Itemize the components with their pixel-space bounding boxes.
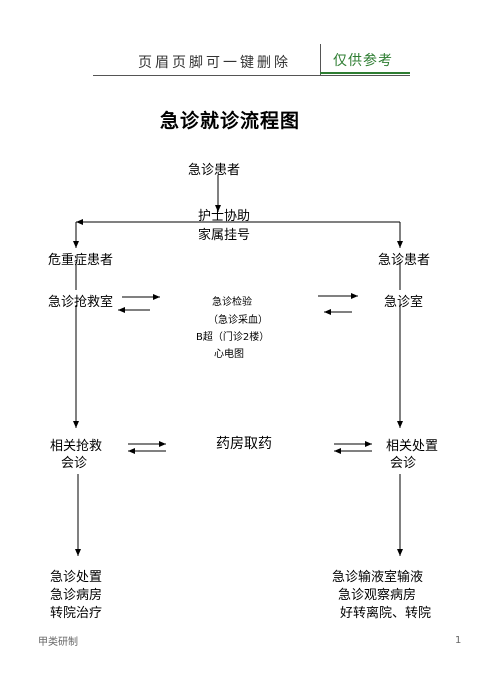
header-right-text: 仅供参考 xyxy=(333,53,393,69)
node-rescue-consult-line1: 相关抢救 xyxy=(50,439,103,454)
node-blood-draw: （急诊采血） xyxy=(208,315,268,326)
node-family-register: 家属挂号 xyxy=(198,228,251,243)
node-rescue-consult-line2: 会诊 xyxy=(61,456,88,471)
footer-page-number: 1 xyxy=(455,635,462,646)
node-treat-consult-line1: 相关处置 xyxy=(386,439,439,454)
node-critical-patient: 危重症患者 xyxy=(48,253,114,268)
node-nurse-help: 护士协助 xyxy=(198,209,251,224)
footer-left-text: 甲类研制 xyxy=(38,637,78,648)
node-emergency-room: 急诊室 xyxy=(384,295,424,310)
header-accent-rule xyxy=(320,72,410,74)
node-emergency-patient: 急诊患者 xyxy=(188,163,241,178)
node-left-outcome-1: 急诊处置 xyxy=(50,570,103,585)
node-rescue-room: 急诊抢救室 xyxy=(48,295,114,310)
node-ultrasound: B超（门诊2楼） xyxy=(196,332,270,343)
header-divider xyxy=(320,44,321,75)
node-treat-consult-line2: 会诊 xyxy=(390,456,417,471)
node-right-outcome-2: 急诊观察病房 xyxy=(338,588,417,603)
page-title: 急诊就诊流程图 xyxy=(160,110,301,132)
node-right-outcome-3: 好转离院、转院 xyxy=(340,606,432,621)
header-rule xyxy=(93,75,410,76)
node-lab-test: 急诊检验 xyxy=(212,297,252,308)
node-emergency-patient-right: 急诊患者 xyxy=(378,253,431,268)
header-left-text: 页眉页脚可一键删除 xyxy=(138,55,291,71)
node-right-outcome-1: 急诊输液室输液 xyxy=(332,570,424,585)
node-ecg: 心电图 xyxy=(214,349,244,360)
node-left-outcome-3: 转院治疗 xyxy=(50,606,103,621)
node-pharmacy: 药房取药 xyxy=(216,436,272,452)
node-left-outcome-2: 急诊病房 xyxy=(50,588,103,603)
